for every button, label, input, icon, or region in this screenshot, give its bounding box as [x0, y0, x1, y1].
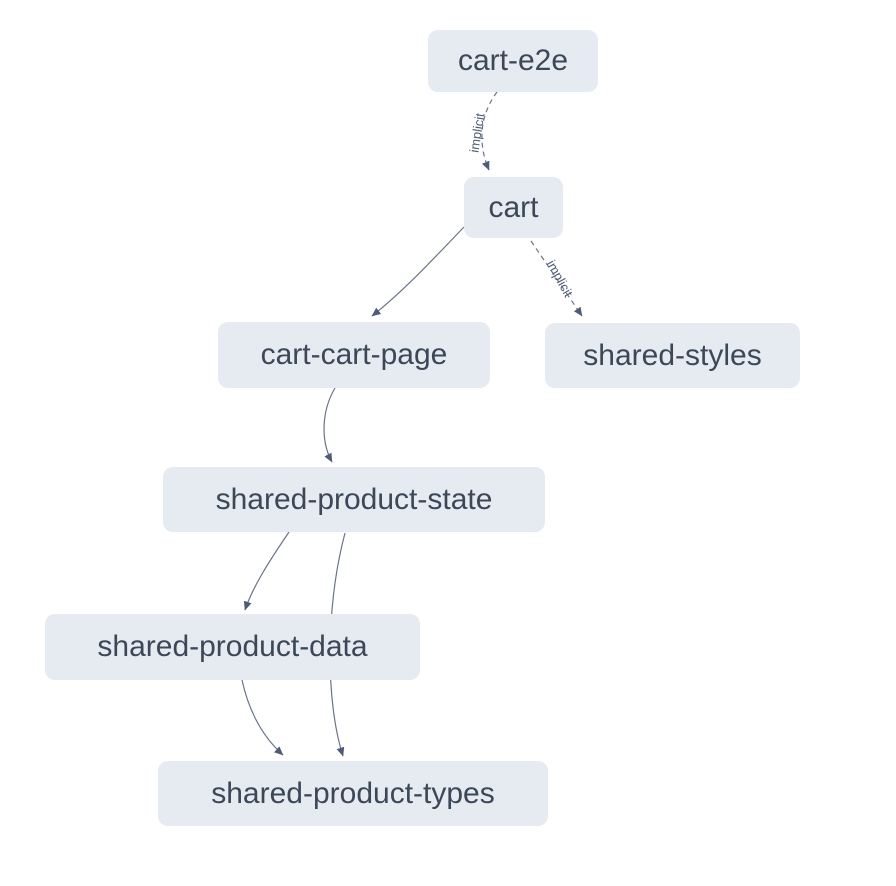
node-label: shared-product-data — [97, 630, 368, 663]
edge-shared-product-state-to-shared-product-data — [243, 531, 290, 611]
edge-cart-to-shared-styles — [530, 240, 583, 317]
edge-label-cart-e2e-to-cart: implicit — [466, 112, 487, 154]
node-label: cart-cart-page — [260, 338, 448, 371]
graph-node-shared-product-types[interactable]: shared-product-types — [158, 761, 548, 826]
graph-node-shared-styles[interactable]: shared-styles — [545, 323, 800, 388]
edge-cart-cart-page-to-shared-product-state — [323, 387, 336, 463]
edge-shared-product-data-to-shared-product-types — [241, 679, 284, 756]
graph-node-cart[interactable]: cart — [464, 177, 563, 238]
edge-cart-to-cart-cart-page — [371, 226, 465, 317]
graph-node-cart-e2e[interactable]: cart-e2e — [428, 30, 598, 92]
node-label: shared-product-types — [211, 776, 495, 810]
graph-node-shared-product-state[interactable]: shared-product-state — [163, 467, 545, 532]
graph-node-cart-cart-page[interactable]: cart-cart-page — [218, 322, 490, 388]
node-label: shared-styles — [583, 338, 762, 372]
node-label: shared-product-state — [215, 482, 493, 516]
edge-cart-e2e-to-cart — [481, 91, 498, 171]
node-label: cart-e2e — [457, 44, 569, 77]
node-label: cart — [488, 190, 539, 224]
graph-node-shared-product-data[interactable]: shared-product-data — [45, 614, 420, 680]
